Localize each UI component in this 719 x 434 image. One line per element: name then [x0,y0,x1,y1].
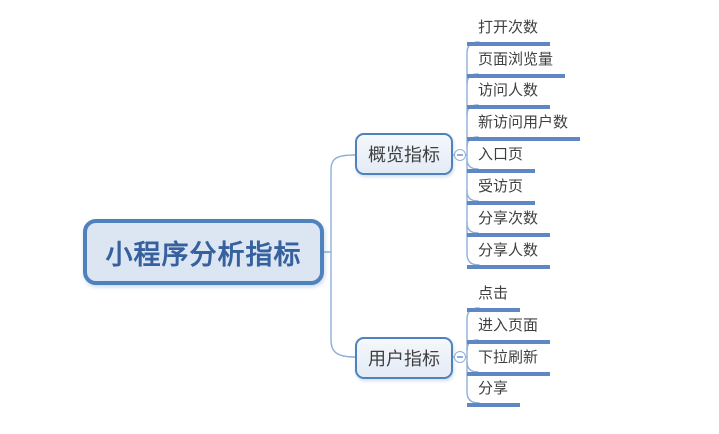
leaf-node[interactable]: 点击 [467,281,521,312]
branch-node-overview[interactable]: 概览指标 [355,133,453,175]
leaf-node[interactable]: 进入页面 [467,313,551,344]
leaf-node[interactable]: 入口页 [467,142,536,173]
leaf-node[interactable]: 页面浏览量 [467,47,566,78]
leaf-node[interactable]: 新访问用户数 [467,110,581,141]
collapse-minus-icon[interactable] [454,351,466,363]
leaf-node[interactable]: 分享人数 [467,238,551,269]
branch-node-user[interactable]: 用户指标 [355,337,453,379]
leaf-node[interactable]: 打开次数 [467,15,551,46]
leaf-node[interactable]: 分享次数 [467,206,551,237]
leaf-node[interactable]: 访问人数 [467,78,551,109]
minus-mark [457,154,463,156]
leaf-node[interactable]: 受访页 [467,174,536,205]
leaf-node[interactable]: 下拉刷新 [467,345,551,376]
minus-mark [457,356,463,358]
root-node[interactable]: 小程序分析指标 [83,219,324,285]
leaf-node[interactable]: 分享 [467,376,521,407]
collapse-minus-icon[interactable] [454,149,466,161]
